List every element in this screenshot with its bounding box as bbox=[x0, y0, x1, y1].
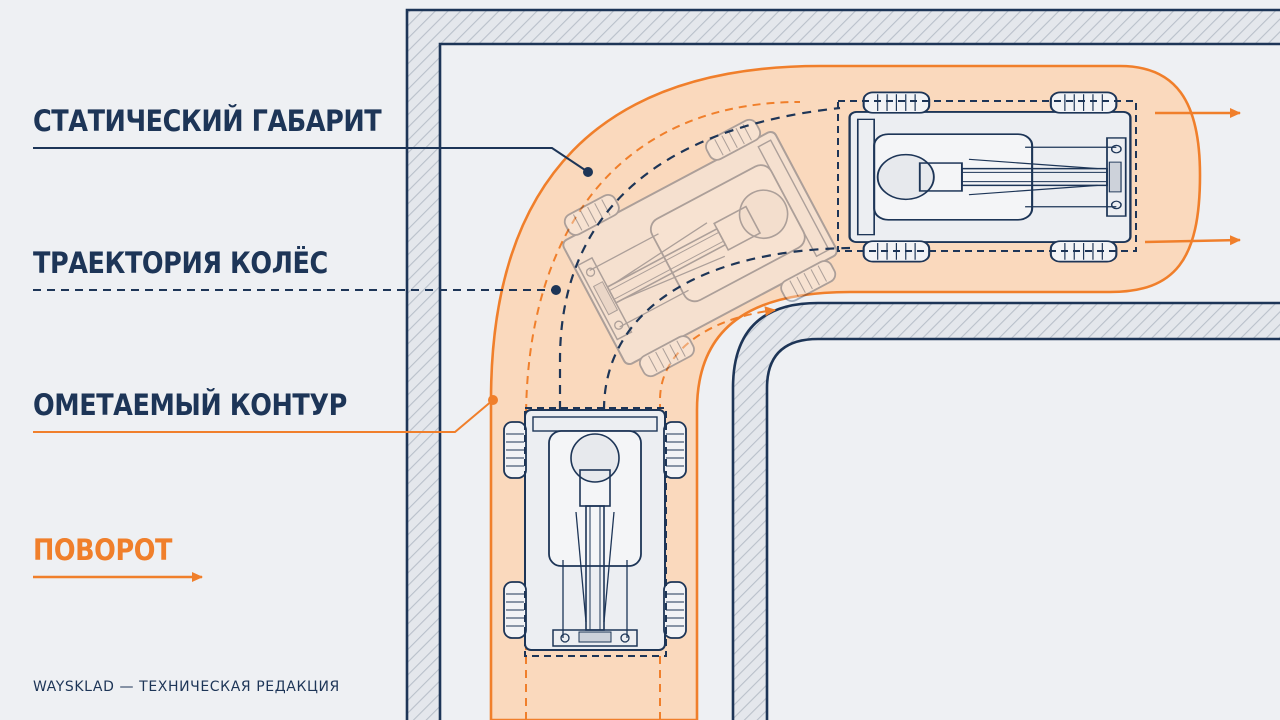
footer-credit: WAYSKLAD — ТЕХНИЧЕСКАЯ РЕДАКЦИЯ bbox=[33, 679, 340, 695]
static-envelope-end bbox=[837, 100, 1137, 252]
forklift-start bbox=[504, 410, 686, 650]
leader-static bbox=[33, 147, 589, 173]
legend-wheel-track: ТРАЕКТОРИЯ КОЛЁС bbox=[33, 246, 328, 280]
legend-swept-path: ОМЕТАЕМЫЙ КОНТУР bbox=[33, 388, 347, 422]
legend-turn: ПОВОРОТ bbox=[33, 533, 172, 567]
leader-dot-static bbox=[583, 167, 593, 177]
forklift-end bbox=[850, 92, 1131, 261]
sweep-guide-inner bbox=[659, 306, 776, 720]
static-envelope-start bbox=[524, 407, 667, 657]
wheel-track-inner bbox=[602, 246, 851, 411]
inner-wall bbox=[733, 303, 1280, 720]
sweep-guide-outer bbox=[525, 101, 801, 720]
leader-dot-swept bbox=[488, 395, 498, 405]
wall-outlines bbox=[405, 8, 1280, 720]
leader-dot-track bbox=[551, 285, 561, 295]
arrow-right-icon bbox=[1144, 235, 1241, 246]
leader-swept bbox=[33, 399, 494, 433]
legend-static-envelope: СТАТИЧЕСКИЙ ГАБАРИТ bbox=[33, 104, 382, 138]
